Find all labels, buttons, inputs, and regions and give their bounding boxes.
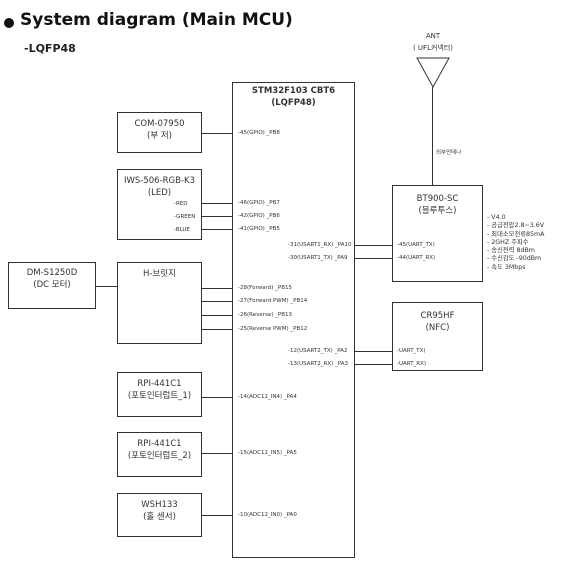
- bt-spec-current: 최대소모전류85mA: [487, 231, 544, 239]
- motor-wire: [96, 286, 117, 287]
- photo1-pin: -14(ADC12_IN4) _PA4: [238, 394, 297, 400]
- nfc-mcu-pin-tx: -12(USART2_TX) _PA2: [288, 348, 348, 354]
- hbridge-block: H-브릿지: [117, 262, 202, 344]
- hbridge-wire-forward-pwm: [202, 301, 232, 302]
- buzzer-desc: (부 저): [147, 131, 172, 141]
- hbridge-name: H-브릿지: [143, 269, 176, 279]
- led-pin-red: -46(GPIO) _PB7: [238, 200, 280, 206]
- led-name: IWS-506-RGB-K3: [123, 176, 196, 186]
- hall-desc: (홀 센서): [143, 512, 176, 522]
- bt-pin-rx: -44(UART_RX): [397, 255, 436, 261]
- nfc-pin-rx: -UART_RX): [397, 361, 427, 367]
- photo2-name: RPI-441C1: [137, 439, 182, 449]
- photo2-block: RPI-441C1 (포토인터럽트_2): [117, 432, 202, 477]
- motor-name: DM-S1250D: [26, 268, 78, 278]
- hbridge-wire-forward: [202, 288, 232, 289]
- hbridge-pin-forward: -28(Forward) _PB15: [238, 285, 292, 291]
- bt-spec-speed: 속도 3Mbps: [487, 264, 545, 272]
- buzzer-block: COM-07950 (부 저): [117, 112, 202, 153]
- led-pin-green: -42(GPIO) _PB6: [238, 213, 280, 219]
- hall-name: WSH133: [141, 500, 178, 510]
- hbridge-wire-reverse: [202, 315, 232, 316]
- bt-mcu-pin-rx: -31(USART1_RX) _PA10: [288, 242, 352, 248]
- hbridge-wire-reverse-pwm: [202, 329, 232, 330]
- mcu-name: STM32F103 CBT6: [251, 86, 336, 96]
- bt-desc: (블루투스): [418, 206, 457, 216]
- antenna-icon: [416, 57, 450, 89]
- bt-spec-rx-sensitivity: 수신감도 -90dBm: [487, 255, 545, 263]
- nfc-wire-rx: [355, 364, 392, 365]
- mcu-package: (LQFP48): [271, 98, 316, 108]
- bt-wire-tx: [355, 258, 392, 259]
- page-subtitle: -LQFP48: [24, 42, 76, 55]
- led-signal-green: -GREEN: [174, 214, 196, 220]
- photo1-block: RPI-441C1 (포토인터럽트_1): [117, 372, 202, 417]
- page-title: System diagram (Main MCU): [20, 10, 293, 30]
- antenna-line: [432, 87, 433, 185]
- bt-spec-tx-power: 송신전력 8dBm: [487, 247, 545, 255]
- mcu-block: STM32F103 CBT6 (LQFP48): [232, 82, 355, 558]
- hbridge-pin-reverse: -26(Reverse) _PB13: [238, 312, 292, 318]
- led-signal-red: -RED: [174, 201, 188, 207]
- photo2-wire: [202, 453, 232, 454]
- hall-pin: -10(ADC12_IN0) _PA0: [238, 512, 297, 518]
- photo1-desc: (포토인터럽트_1): [127, 391, 192, 401]
- antenna-label: ANT: [425, 32, 441, 40]
- led-signal-blue: -BLUE: [174, 227, 190, 233]
- nfc-block: CR95HF (NFC): [392, 302, 483, 371]
- bt-spec-voltage: 공급전압2.8~3.6V: [487, 222, 545, 230]
- nfc-pin-tx: -UART_TX): [397, 348, 426, 354]
- buzzer-pin: -45(GPIO) _PB8: [238, 130, 280, 136]
- photo1-name: RPI-441C1: [137, 379, 182, 389]
- hbridge-pin-forward-pwm: -27(Forward PWM) _PB14: [238, 298, 308, 304]
- antenna-connector-label: ( UFL커넥터): [412, 44, 454, 52]
- bt-spec-version: V4.0: [487, 214, 545, 222]
- motor-desc: (DC 모터): [33, 280, 71, 290]
- led-wire-red: [202, 203, 232, 204]
- led-block: IWS-506-RGB-K3 (LED) -RED -GREEN -BLUE: [117, 169, 202, 240]
- bt-spec-list: V4.0 공급전압2.8~3.6V 최대소모전류85mA 2GHZ 주파수 송신…: [487, 214, 545, 272]
- hall-wire: [202, 515, 232, 516]
- antenna-note: 외부안테나: [436, 150, 462, 156]
- hall-block: WSH133 (홀 센서): [117, 493, 202, 537]
- nfc-mcu-pin-rx: -13(USART2_RX) _PA3: [288, 361, 349, 367]
- nfc-name: CR95HF: [420, 311, 455, 321]
- photo2-desc: (포토인터럽트_2): [127, 451, 192, 461]
- bt-wire-rx: [355, 245, 392, 246]
- bt-pin-tx: -45(UART_TX): [397, 242, 435, 248]
- led-desc: (LED): [147, 188, 172, 198]
- hbridge-pin-reverse-pwm: -25(Reverse PWM) _PB12: [238, 326, 308, 332]
- led-wire-green: [202, 216, 232, 217]
- buzzer-name: COM-07950: [134, 119, 185, 129]
- nfc-desc: (NFC): [425, 323, 450, 333]
- bt-name: BT900-SC: [416, 194, 459, 204]
- title-bullet: [4, 18, 14, 28]
- bt-block: BT900-SC (블루투스): [392, 185, 483, 282]
- led-pin-blue: -41(GPIO) _PB5: [238, 226, 280, 232]
- nfc-wire-tx: [355, 351, 392, 352]
- photo1-wire: [202, 397, 232, 398]
- buzzer-wire: [202, 133, 232, 134]
- motor-block: DM-S1250D (DC 모터): [8, 262, 96, 309]
- photo2-pin: -15(ADC12_IN5) _PA5: [238, 450, 297, 456]
- bt-spec-frequency: 2GHZ 주파수: [487, 239, 545, 247]
- led-wire-blue: [202, 229, 232, 230]
- bt-mcu-pin-tx: -30(USART1_TX) _PA9: [288, 255, 348, 261]
